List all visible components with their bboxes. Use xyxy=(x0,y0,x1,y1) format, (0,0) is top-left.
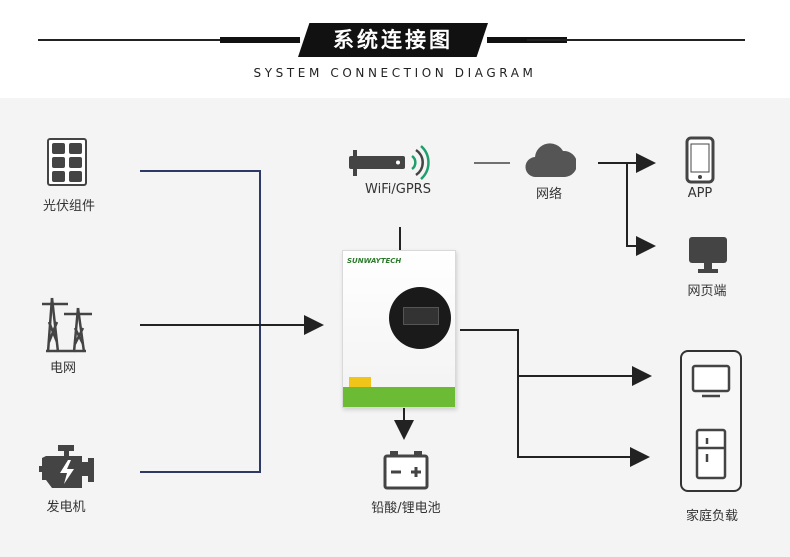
inverter-warning-sticker xyxy=(349,377,371,387)
cloud-icon xyxy=(524,141,578,185)
page-title: 系统连接图 xyxy=(333,28,453,52)
generator-label: 发电机 xyxy=(46,500,86,515)
inverter-screen xyxy=(403,307,439,325)
solar-wire xyxy=(140,170,261,473)
app-label: APP xyxy=(687,186,713,201)
home-appliances-icon xyxy=(680,350,742,492)
inverter-green-band xyxy=(343,387,455,407)
wifi-module-icon xyxy=(348,145,440,185)
solar-label: 光伏组件 xyxy=(42,199,95,214)
smartphone-icon xyxy=(685,136,715,188)
battery-label: 铅酸/锂电池 xyxy=(371,501,441,516)
page-subtitle: SYSTEM CONNECTION DIAGRAM xyxy=(253,66,537,80)
monitor-icon xyxy=(688,236,728,280)
header: 系统连接图 SYSTEM CONNECTION DIAGRAM xyxy=(0,0,790,98)
solar-panel-icon xyxy=(47,138,87,192)
network-label: 网络 xyxy=(535,187,562,202)
wifi-label: WiFi/GPRS xyxy=(365,182,431,197)
grid-label: 电网 xyxy=(49,361,76,376)
power-tower-icon xyxy=(38,292,94,358)
inverter-brand: SUNWAYTECH xyxy=(347,257,402,265)
inverter-icon: SUNWAYTECH xyxy=(342,250,456,408)
title-box xyxy=(298,23,488,57)
title-bar-left xyxy=(220,37,300,43)
title-line-right xyxy=(527,39,745,41)
home-label: 家庭负载 xyxy=(685,509,738,524)
battery-icon xyxy=(383,450,429,494)
title-line-left xyxy=(38,39,260,41)
web-label: 网页端 xyxy=(687,284,727,299)
engine-icon xyxy=(38,444,96,494)
load-wire xyxy=(460,329,650,467)
network-web-wire xyxy=(626,163,656,256)
